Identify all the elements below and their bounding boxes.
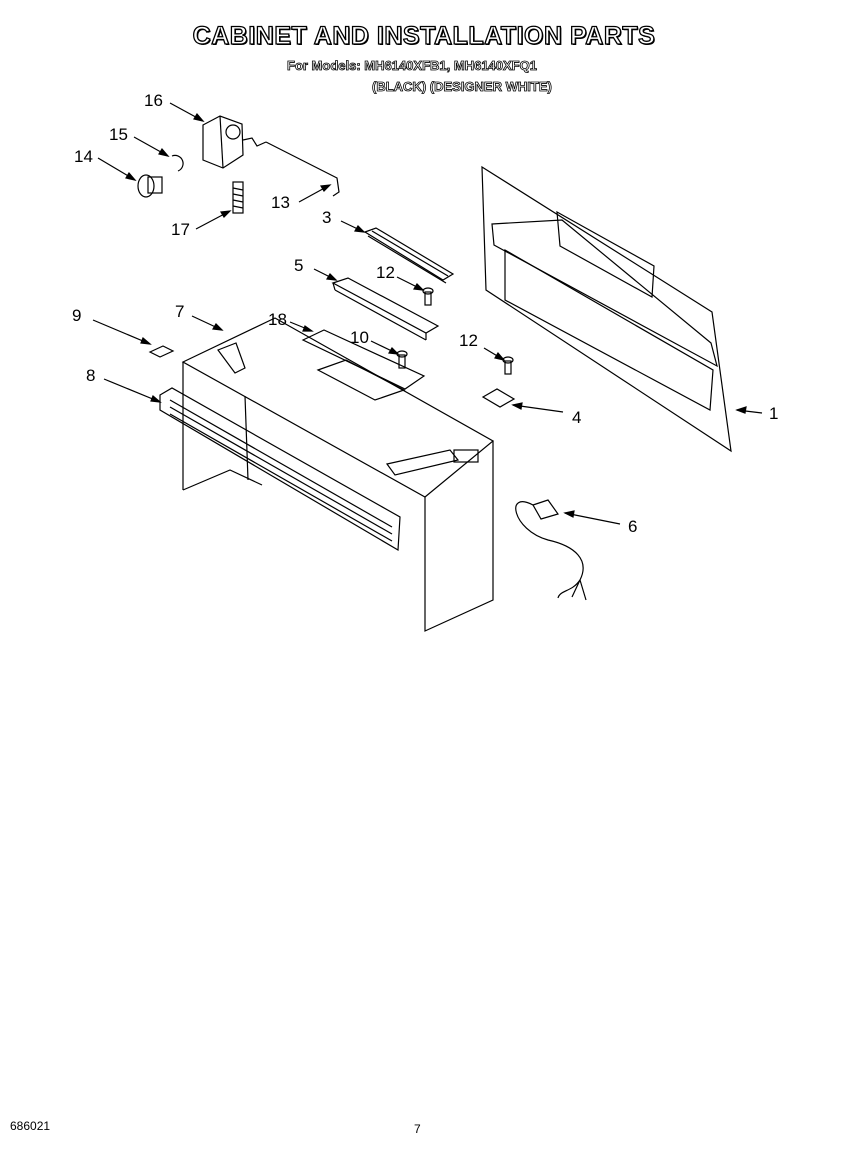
callout-10: 10 — [350, 328, 369, 347]
mounting-rail — [331, 277, 440, 341]
callout-12-upper: 12 — [376, 263, 395, 282]
callout-18: 18 — [268, 310, 287, 329]
callout-6: 6 — [628, 517, 638, 536]
callout-13: 13 — [271, 193, 290, 212]
power-cord — [515, 499, 587, 601]
front-grille — [159, 387, 401, 552]
callout-12-lower: 12 — [459, 331, 478, 350]
mounting-bracket — [202, 115, 267, 169]
screw — [396, 350, 408, 369]
callout-8: 8 — [86, 366, 96, 385]
mounting-knob — [137, 174, 163, 198]
mounting-plate — [481, 165, 732, 453]
models-line: For Models: MH6140XFB1, MH6140XFQ1 — [287, 58, 538, 74]
callout-7: 7 — [175, 302, 185, 321]
support-rod — [265, 141, 340, 197]
screw — [502, 356, 514, 375]
page-number: 7 — [414, 1122, 421, 1136]
document-number: 686021 — [10, 1119, 51, 1133]
callout-4: 4 — [572, 408, 582, 427]
leader-arrows — [92, 102, 763, 525]
callout-5: 5 — [294, 256, 304, 275]
callout-9: 9 — [72, 306, 82, 325]
retaining-clip — [171, 154, 184, 172]
callout-14: 14 — [74, 147, 93, 166]
cabinet-body — [181, 317, 495, 632]
spring — [232, 181, 244, 214]
channel-strip — [363, 227, 455, 284]
callout-15: 15 — [109, 125, 128, 144]
screw — [422, 287, 434, 306]
small-clip — [148, 345, 175, 358]
colors-line: (BLACK) (DESIGNER WHITE) — [372, 79, 553, 95]
corner-bracket — [481, 388, 516, 408]
callout-1: 1 — [769, 404, 779, 423]
page-title: CABINET AND INSTALLATION PARTS — [192, 21, 656, 50]
callout-17: 17 — [171, 220, 190, 239]
callout-3: 3 — [322, 208, 332, 227]
callout-16: 16 — [144, 91, 163, 110]
